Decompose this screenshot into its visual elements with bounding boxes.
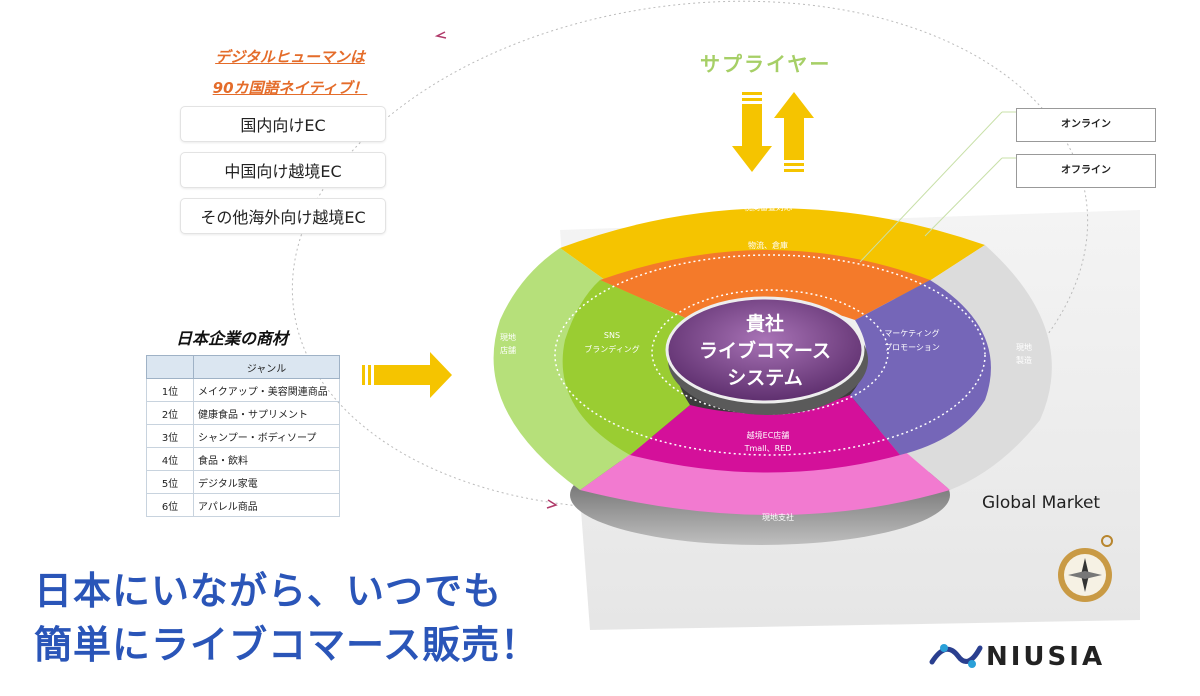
inner-top: [600, 250, 930, 320]
tagline-line-2: 90カ国語ネイティブ！: [212, 79, 368, 97]
orbit-arrow-top: [434, 31, 447, 39]
dotted-circle-outer: [554, 254, 986, 456]
table-header-rank: [146, 355, 194, 379]
offline-connector: [924, 157, 1003, 237]
orbit-arrow-bottom: [546, 499, 558, 509]
dotted-circle-inner: [651, 289, 889, 415]
label-sns-2: ブランディング: [584, 344, 639, 354]
supplier-label: サプライヤー: [700, 52, 832, 76]
products-title: 日本企業の商材: [176, 329, 289, 348]
center-line-2: ライブコマース: [699, 339, 831, 362]
label-crossborder-1: 越境EC店舗: [747, 430, 790, 440]
table-row: 2位健康食品・サプリメント: [146, 401, 340, 425]
center-line-3: システム: [727, 367, 802, 389]
products-table: ジャンル 1位メイクアップ・美容関連商品 2位健康食品・サプリメント 3位シャン…: [146, 355, 340, 517]
table-row: 5位デジタル家電: [146, 470, 340, 494]
orbit-path: [291, 0, 1089, 510]
table-row: 6位アパレル商品: [146, 493, 340, 517]
supplier-arrows: [732, 92, 814, 172]
inner-right: [850, 280, 991, 455]
label-logistics: 物流、倉庫: [748, 240, 788, 250]
inner-left: [562, 280, 690, 455]
label-customs: 税関審査対応: [744, 202, 792, 212]
center-line-1: 貴社: [746, 312, 784, 335]
label-local-store-2: 店舗: [500, 345, 516, 355]
inner-ring: [562, 250, 991, 473]
niusia-logo-text: NIUSIA: [986, 642, 1106, 672]
ec-domestic-box: 国内向けEC: [180, 106, 386, 142]
niusia-logo-mark: [929, 644, 983, 668]
ec-china-box: 中国向け越境EC: [180, 152, 386, 188]
label-sns-1: SNS: [604, 331, 620, 340]
table-header-genre: ジャンル: [193, 355, 340, 379]
online-connector: [859, 111, 1003, 263]
ec-overseas-box: その他海外向け越境EC: [180, 198, 386, 234]
label-local-mfg-2: 製造: [1016, 355, 1032, 365]
headline-line-2: 簡単にライブコマース販売！: [34, 623, 540, 667]
global-market-label: Global Market: [982, 493, 1101, 513]
center-disc: [665, 296, 865, 404]
product-arrow: [362, 352, 452, 398]
online-label: オンライン: [1016, 108, 1156, 142]
table-row: 3位シャンプー・ボディソープ: [146, 424, 340, 448]
label-local-mfg-1: 現地: [1016, 342, 1032, 352]
table-row: 1位メイクアップ・美容関連商品: [146, 378, 340, 402]
compass-icon: [1058, 535, 1113, 602]
label-marketing-2: プロモーション: [884, 343, 940, 352]
label-local-branch: 現地支社: [762, 512, 794, 522]
label-local-store-1: 現地: [500, 332, 516, 342]
offline-label: オフライン: [1016, 154, 1156, 188]
label-crossborder-2: Tmall、RED: [744, 444, 792, 453]
label-marketing-1: マーケティング: [884, 328, 939, 338]
inner-bottom: [630, 395, 900, 473]
table-row: 4位食品・飲料: [146, 447, 340, 471]
tagline-line-1: デジタルヒューマンは: [215, 48, 365, 66]
headline-line-1: 日本にいながら、いつでも: [34, 569, 503, 613]
